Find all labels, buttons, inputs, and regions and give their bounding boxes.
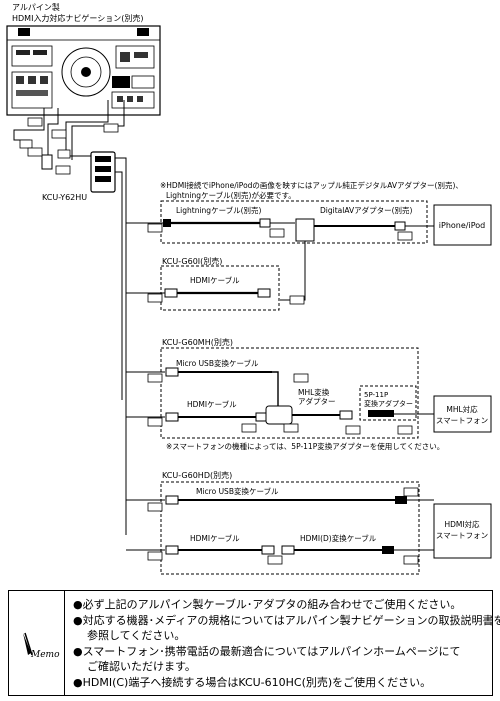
g60mh-title: KCU-G60MH(別売) — [162, 337, 233, 347]
memo-icon-text: Memo — [30, 650, 60, 660]
mhl-adapter-icon — [265, 405, 293, 425]
g60i-section-box — [160, 265, 280, 311]
port-icon — [95, 176, 111, 182]
device-hdmi-label-1: HDMI対応 — [444, 519, 480, 529]
g60mh-hdmi-label: HDMIケーブル — [187, 399, 237, 409]
memo-divider — [64, 591, 65, 695]
g60i-title: KCU-G60I(別売) — [162, 256, 222, 266]
device-iphone-label: iPhone/iPod — [439, 221, 485, 230]
mhl-label-2: アダプター — [298, 396, 336, 406]
memo-line: 参照してください。 — [87, 629, 186, 642]
navigation-unit — [6, 25, 161, 116]
port-icon — [57, 149, 71, 159]
device-hdmi-label-2: スマートフォン — [436, 531, 488, 540]
header-line1: アルパイン製 — [12, 2, 60, 12]
digital-av-adapter-label: DigitalAVアダプター(別売) — [320, 205, 413, 215]
memo-line: ●対応する機器･メディアの規格についてはアルパイン製ナビゲーションの取扱説明書を — [73, 613, 500, 627]
device-mhl-box — [433, 395, 492, 433]
hdmi-connector-icon — [255, 412, 267, 422]
lightning-cable-label: Lightningケーブル(別売) — [176, 205, 262, 215]
lightning-connector-icon — [163, 219, 171, 227]
connection-diagram: アルパイン製 HDMI入力対応ナビゲーション(別売) — [6, 2, 492, 575]
device-hdmi-box — [433, 503, 492, 559]
unit-label: KCU-Y62HU — [42, 193, 87, 202]
port-icon — [19, 139, 33, 149]
header-line2: HDMI入力対応ナビゲーション(別売) — [12, 13, 144, 23]
mhl-label-1: MHL変換 — [298, 387, 330, 397]
hdmi-connector-icon — [164, 288, 178, 298]
usb-connector-icon — [41, 154, 53, 170]
adapter-label-1: 5P-11P — [364, 391, 388, 399]
hdmi-connector-icon — [281, 545, 295, 555]
device-mhl-label-1: MHL対応 — [446, 404, 478, 414]
hdmi-d-connector-icon — [382, 546, 394, 554]
lightning-section-box — [160, 200, 428, 244]
reference-tags — [27, 117, 419, 565]
micro-usb-connector-icon — [339, 410, 353, 420]
memo-list: ●必ず上記のアルパイン製ケーブル･アダプタの組み合わせでご使用ください。 ●対応… — [73, 597, 500, 690]
memo-pen-icon: Memo — [23, 632, 60, 660]
g60hd-usb-label: Micro USB変換ケーブル — [196, 486, 279, 496]
memo-line: ●スマートフォン･携帯電話の最新適合についてはアルパインホームページにて — [73, 644, 461, 658]
usb-connector-icon — [259, 218, 271, 228]
g60mh-section-box — [160, 347, 419, 439]
memo-line: ご確認いただけます。 — [87, 660, 196, 673]
trunk-lines — [115, 157, 165, 551]
g60mh-usb-label: Micro USB変換ケーブル — [176, 358, 259, 368]
note-line2: Lightningケーブル(別売)が必要です。 — [166, 190, 296, 200]
port-icon — [95, 166, 111, 172]
hdmi-connector-icon — [165, 412, 179, 422]
unit-cables — [13, 100, 125, 160]
digital-av-adapter-icon — [295, 218, 315, 242]
g60i-cable-label: HDMIケーブル — [190, 275, 240, 285]
link-line — [280, 241, 306, 301]
usb-connector-icon — [165, 367, 179, 377]
memo-line: ●HDMI(C)端子へ接続する場合はKCU-610HC(別売)をご使用ください。 — [73, 675, 432, 689]
g60mh-note: ※スマートフォンの機種によっては、5P-11P変換アダプターを使用してください。 — [166, 441, 444, 451]
hdmi-connector-icon — [165, 545, 179, 555]
g60hd-hdmi-label: HDMIケーブル — [190, 533, 240, 543]
lightning-connector-icon — [394, 221, 406, 231]
port-icon — [95, 156, 111, 162]
device-iphone-box — [433, 204, 492, 246]
5p-11p-adapter-icon — [368, 410, 394, 417]
hdmi-connector-icon — [257, 288, 271, 298]
device-mhl-label-2: スマートフォン — [436, 416, 488, 425]
micro-usb-connector-icon — [395, 496, 407, 504]
memo-box: Memo ●必ず上記のアルパイン製ケーブル･アダプタの組み合わせでご使用ください… — [8, 590, 500, 696]
5p-11p-adapter-box — [359, 385, 417, 421]
adapter-label-2: 変換アダプター — [364, 399, 413, 408]
note-line1: ※HDMI接続でiPhone/iPodの画像を映すにはアップル純正デジタルAVア… — [160, 180, 463, 190]
hdmi-connector-icon — [261, 545, 275, 555]
memo-line: ●必ず上記のアルパイン製ケーブル･アダプタの組み合わせでご使用ください。 — [73, 598, 462, 611]
usb-connector-icon — [165, 495, 179, 505]
g60hd-title: KCU-G60HD(別売) — [162, 470, 232, 480]
link-line — [272, 371, 279, 408]
g60hd-hdmi-d-label: HDMI(D)変換ケーブル — [300, 533, 377, 543]
